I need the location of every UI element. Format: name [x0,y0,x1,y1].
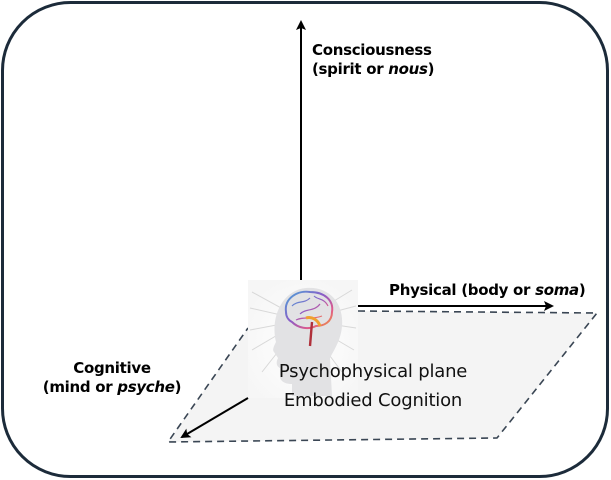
consciousness-italic-term: nous [388,60,428,78]
plane-label-line1: Psychophysical plane [278,361,468,382]
consciousness-label-line2: (spirit or nous) [312,60,434,79]
plane-dashed-border [166,310,599,443]
consciousness-paren-open: (spirit or [312,60,389,78]
physical-italic-term: soma [535,281,579,299]
cognitive-paren-close: ) [174,378,182,396]
cognitive-paren-open: (mind or [42,378,118,396]
cognitive-label-line2: (mind or psyche) [38,378,186,397]
physical-paren-close: ) [578,281,586,299]
cognitive-axis-arrow [180,397,249,439]
physical-label-text: Physical (body or [389,281,536,299]
consciousness-label-line1: Consciousness [312,41,432,59]
cognitive-italic-term: psyche [117,378,175,396]
plane-label-line2: Embodied Cognition [283,390,463,411]
consciousness-paren-close: ) [427,60,435,78]
head-brain-icon [248,280,358,398]
cognitive-label-line1: Cognitive [73,359,151,377]
cognitive-label: Cognitive (mind or psyche) [38,359,186,397]
plane-label: Psychophysical plane Embodied Cognition [248,357,498,415]
consciousness-label: Consciousness (spirit or nous) [312,41,434,79]
physical-label: Physical (body or soma) [389,281,586,300]
